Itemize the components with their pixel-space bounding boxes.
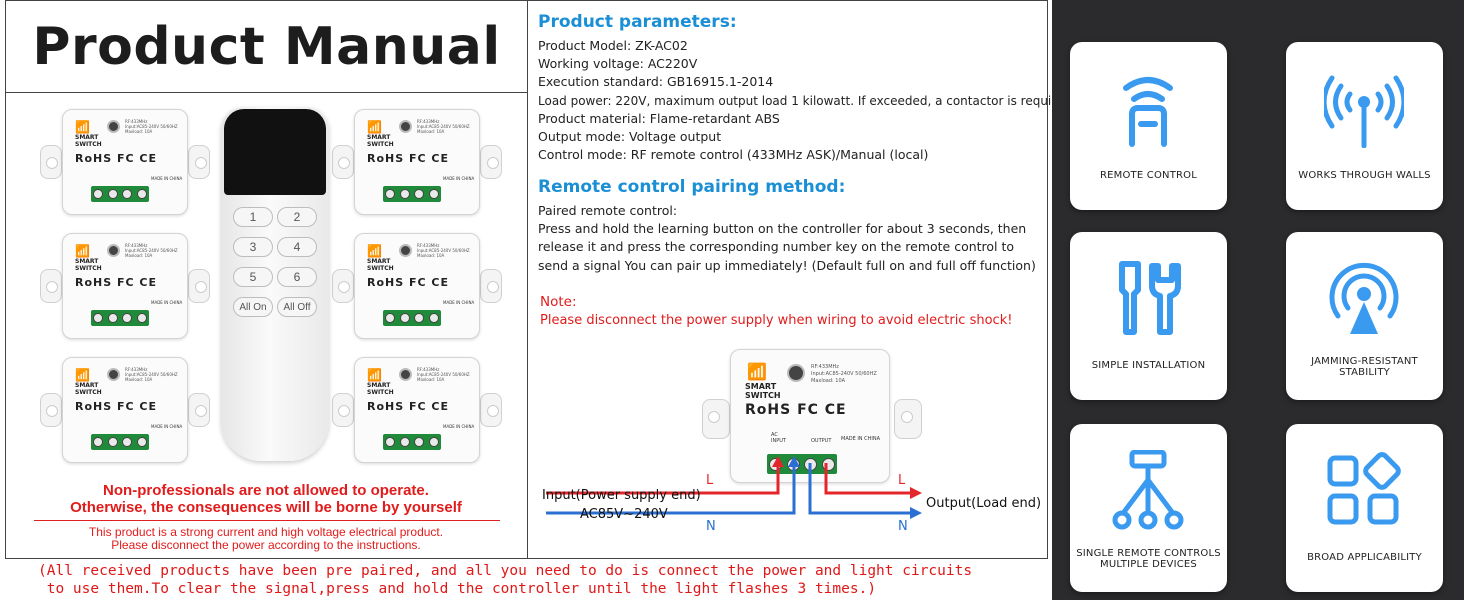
safety-note-line-2: Please disconnect the power according to… [111,538,421,552]
remote-key-all-on: All On [233,297,273,317]
live-in-letter: L [706,473,714,488]
signal-antenna-icon [1324,75,1404,148]
parameter-line: Control mode: RF remote control (433MHz … [538,147,929,163]
remote-key-1: 1 [233,207,273,227]
learn-button-icon [107,368,120,381]
parameter-line: Output mode: Voltage output [538,129,722,145]
learn-button-icon [399,368,412,381]
pairing-line: release it and press the corresponding n… [538,239,1015,255]
warning-line-2: Otherwise, the consequences will be born… [70,499,462,516]
input-label: Input(Power supply end) [542,488,701,503]
output-label: Output(Load end) [926,496,1042,511]
note-text: Please disconnect the power supply when … [540,313,1013,328]
feature-card: REMOTE CONTROL [1070,42,1227,210]
learn-button-icon [107,120,120,133]
feature-card: SINGLE REMOTE CONTROLS MULTIPLE DEVICES [1070,424,1227,592]
wrench-screwdriver-icon [1119,261,1181,335]
features-panel: REMOTE CONTROL WORKS THROUGH WALLS SIMPL… [1052,0,1464,600]
parameter-line: Product Model: ZK-AC02 [538,38,688,53]
feature-label: BROAD APPLICABILITY [1307,552,1422,563]
learn-button-icon [399,120,412,133]
parameter-line: Product material: Flame-retardant ABS [538,110,780,126]
feature-card: SIMPLE INSTALLATION [1070,232,1227,400]
input-voltage: AC85V~240V [580,507,668,522]
parameters-list: Product Model: ZK-AC02 Working voltage: … [538,37,1071,164]
learn-button-icon [787,364,805,382]
note-label: Note: [540,294,577,310]
remote-key-2: 2 [277,207,317,227]
remote-key-6: 6 [277,267,317,287]
wifi-icon: 📶 [367,368,382,382]
pairing-instructions: Paired remote control: Press and hold th… [538,202,1036,275]
live-out-letter: L [898,473,906,488]
feature-card: JAMMING-RESISTANT STABILITY [1286,232,1443,400]
neutral-out-letter: N [898,519,908,534]
feature-label: JAMMING-RESISTANT STABILITY [1311,356,1418,378]
remote-control: 1 2 3 4 5 6 All On All Off [221,107,329,461]
remote-key-3: 3 [233,237,273,257]
remote-control-icon [1123,77,1173,147]
wifi-icon: 📶 [75,244,90,258]
pairing-line: send a signal You can pair up immediatel… [538,257,1036,273]
wifi-icon: 📶 [747,364,767,381]
feature-card: BROAD APPLICABILITY [1286,424,1443,592]
broadcast-tower-icon [1329,262,1399,334]
title-box: Product Manual [6,1,528,93]
page-title: Product Manual [32,16,501,77]
safety-note-line-1: This product is a strong current and hig… [88,525,444,539]
multi-device-icon [1112,450,1184,530]
parameter-line: Execution standard: GB16915.1-2014 [538,74,774,90]
feature-card: WORKS THROUGH WALLS [1286,42,1443,210]
remote-key-all-off: All Off [277,297,317,317]
wifi-icon: 📶 [367,244,382,258]
parameter-line: Working voltage: AC220V [538,56,698,72]
divider [34,520,500,521]
parameters-heading: Product parameters: [538,12,737,32]
feature-label: SINGLE REMOTE CONTROLS MULTIPLE DEVICES [1076,548,1221,570]
feature-label: SIMPLE INSTALLATION [1091,360,1206,371]
wifi-icon: 📶 [367,120,382,134]
pairing-line: Paired remote control: [538,203,678,218]
feature-label: REMOTE CONTROL [1099,170,1197,181]
wifi-icon: 📶 [75,120,90,134]
remote-keypad: 1 2 3 4 5 6 All On All Off [233,207,317,317]
feature-label: WORKS THROUGH WALLS [1298,170,1431,181]
pairing-line: Press and hold the learning button on th… [538,221,1027,237]
learn-button-icon [399,244,412,257]
warning-line-1: Non-professionals are not allowed to ope… [103,482,429,499]
apps-grid-icon [1327,452,1401,525]
pairing-footnote: (All received products have been pre pai… [38,563,973,597]
wifi-icon: 📶 [75,368,90,382]
pairing-heading: Remote control pairing method: [538,177,846,197]
remote-key-5: 5 [233,267,273,287]
parameters-panel: Product parameters: Product Model: ZK-AC… [528,1,1071,559]
neutral-in-letter: N [706,519,716,534]
parameter-line: Load power: 220V, maximum output load 1 … [538,93,1071,108]
learn-button-icon [107,244,120,257]
remote-screen [224,109,326,195]
remote-key-4: 4 [277,237,317,257]
